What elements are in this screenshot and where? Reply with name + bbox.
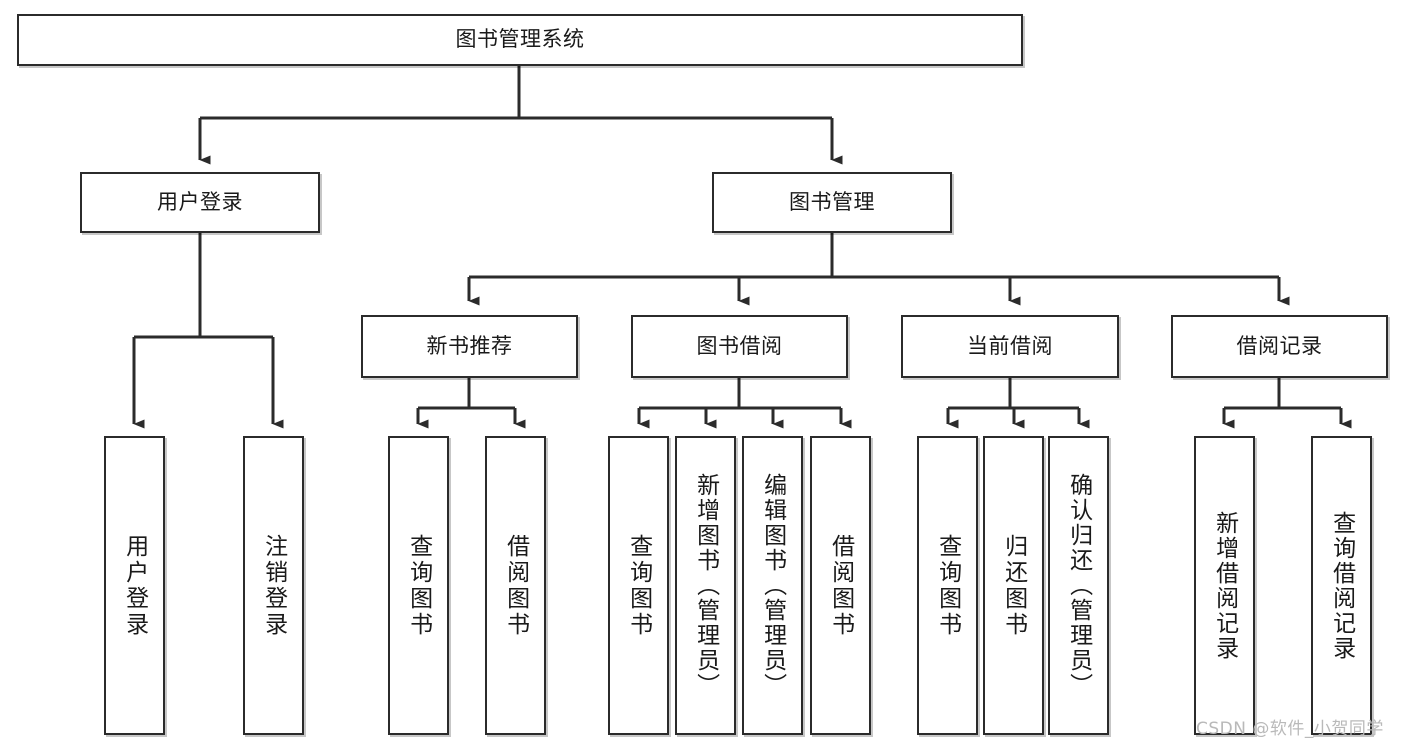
leaf-current-return-book[interactable]: 归还图书 — [983, 436, 1044, 735]
leaf-borrow-edit-book[interactable]: 编辑图书（管理员） — [742, 436, 803, 735]
leaf-borrow-borrow-book[interactable]: 借阅图书 — [810, 436, 871, 735]
leaf-borrow-borrow-book-label: 借阅图书 — [827, 533, 854, 638]
leaf-user-login-logout[interactable]: 注销登录 — [243, 436, 304, 735]
leaf-recommend-borrow-book-label: 借阅图书 — [502, 533, 529, 638]
node-new-book-recommend-label: 新书推荐 — [426, 333, 513, 358]
leaf-borrow-query-book-label: 查询图书 — [625, 533, 652, 638]
node-user-login[interactable]: 用户登录 — [80, 172, 320, 233]
leaf-borrow-add-book[interactable]: 新增图书（管理员） — [675, 436, 736, 735]
leaf-user-login-login[interactable]: 用户登录 — [104, 436, 165, 735]
node-book-borrow[interactable]: 图书借阅 — [631, 315, 848, 378]
node-borrow-record[interactable]: 借阅记录 — [1171, 315, 1388, 378]
node-borrow-record-label: 借阅记录 — [1236, 333, 1323, 358]
leaf-borrow-add-book-label: 新增图书（管理员） — [692, 473, 719, 698]
leaf-current-query-book[interactable]: 查询图书 — [917, 436, 978, 735]
node-current-borrow-label: 当前借阅 — [967, 333, 1053, 358]
node-book-management[interactable]: 图书管理 — [712, 172, 952, 233]
node-root[interactable]: 图书管理系统 — [17, 14, 1023, 66]
node-book-borrow-label: 图书借阅 — [696, 333, 783, 358]
node-new-book-recommend[interactable]: 新书推荐 — [361, 315, 578, 378]
leaf-user-login-logout-label: 注销登录 — [260, 533, 287, 638]
leaf-recommend-borrow-book[interactable]: 借阅图书 — [485, 436, 546, 735]
leaf-borrow-edit-book-label: 编辑图书（管理员） — [759, 473, 786, 698]
leaf-borrow-query-book[interactable]: 查询图书 — [608, 436, 669, 735]
node-current-borrow[interactable]: 当前借阅 — [901, 315, 1119, 378]
leaf-current-return-book-label: 归还图书 — [1000, 533, 1027, 638]
leaf-record-query-record-label: 查询借阅记录 — [1328, 510, 1355, 661]
leaf-record-add-record[interactable]: 新增借阅记录 — [1194, 436, 1255, 735]
leaf-recommend-query-book-label: 查询图书 — [405, 533, 432, 638]
leaf-record-query-record[interactable]: 查询借阅记录 — [1311, 436, 1372, 735]
leaf-record-add-record-label: 新增借阅记录 — [1211, 510, 1238, 661]
node-book-management-label: 图书管理 — [789, 189, 875, 214]
leaf-recommend-query-book[interactable]: 查询图书 — [388, 436, 449, 735]
leaf-current-confirm-return[interactable]: 确认归还（管理员） — [1048, 436, 1109, 735]
node-user-login-label: 用户登录 — [157, 189, 243, 214]
leaf-current-confirm-return-label: 确认归还（管理员） — [1065, 473, 1092, 698]
leaf-current-query-book-label: 查询图书 — [934, 533, 961, 638]
leaf-user-login-login-label: 用户登录 — [121, 533, 148, 638]
node-root-label: 图书管理系统 — [455, 27, 585, 52]
